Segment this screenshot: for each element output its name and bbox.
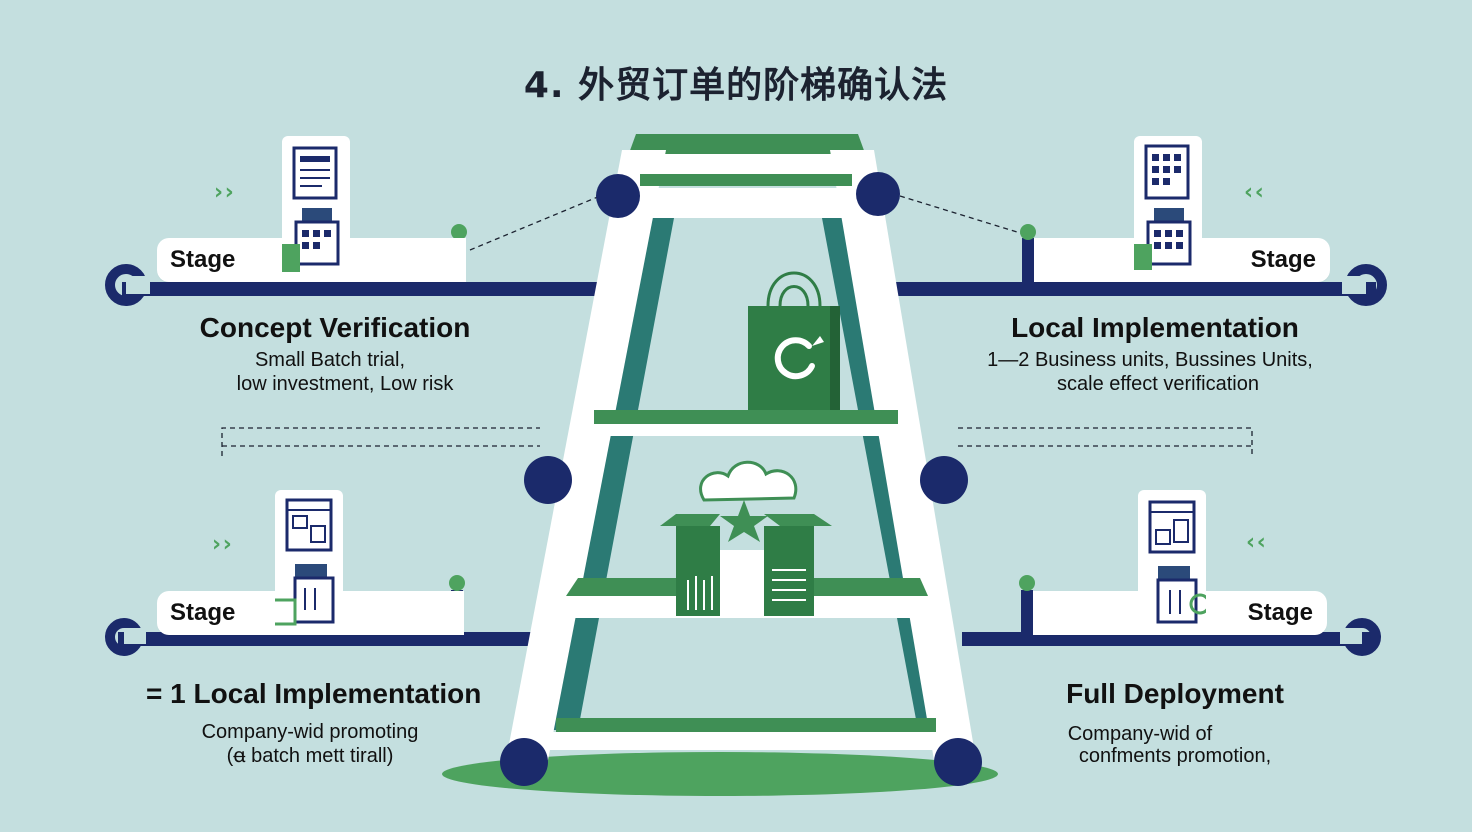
- stage-desc-top-left-2: low investment, Low risk: [236, 373, 454, 395]
- stage-heading-top-left: Concept Verification: [199, 312, 471, 343]
- chevron-left-icon: ‹ ‹: [1246, 530, 1266, 555]
- document-card-top-left: [280, 136, 350, 276]
- document-card-bottom-left: [271, 490, 343, 630]
- open-boxes-icon: [660, 460, 832, 616]
- stage-badge-label: Stage: [1250, 246, 1316, 273]
- shopping-bag-icon: [748, 271, 840, 410]
- page-title: 4. 外贸订单的阶梯确认法: [523, 65, 949, 106]
- document-card-bottom-right: [1138, 490, 1211, 630]
- stage-heading-top-right: Local Implementation: [1011, 312, 1299, 343]
- ladder-icon: [500, 134, 982, 786]
- document-icon: [271, 498, 335, 626]
- stage-desc-top-right-2: scale effect verification: [1057, 373, 1259, 395]
- stage-badge-label: Stage: [1247, 599, 1313, 626]
- stage-desc-bottom-right-1: Company-wid of: [1067, 723, 1213, 745]
- stage-badge-label: Stage: [170, 599, 236, 626]
- document-icon: [1148, 500, 1211, 624]
- stage-desc-top-left-1: Small Batch trial,: [254, 349, 406, 371]
- document-card-top-right: [1134, 136, 1202, 276]
- document-icon: [280, 146, 340, 272]
- stage-rails: [118, 282, 1376, 646]
- stage-desc-bottom-left-1: Company-wid promoting: [201, 721, 419, 743]
- stage-desc-bottom-right-2: confments promotion,: [1078, 745, 1272, 767]
- building-icon: [1134, 144, 1192, 270]
- chevron-left-icon: ‹ ‹: [1244, 180, 1264, 205]
- stage-heading-bottom-right: Full Deployment: [1066, 678, 1284, 709]
- stage-heading-bottom-left: = 1 Local Implementation: [146, 678, 482, 709]
- stage-badge-label: Stage: [170, 246, 236, 273]
- chevron-right-icon: › ›: [214, 180, 234, 205]
- ground-ellipse: [442, 752, 998, 796]
- stage-desc-top-right-1: 1—2 Business units, Bussines Units,: [987, 349, 1313, 371]
- chevron-right-icon: › ›: [212, 532, 232, 557]
- dashed-connectors: [221, 195, 1253, 456]
- stage-desc-bottom-left-2: (ꬰ batch mett tirall): [226, 745, 394, 767]
